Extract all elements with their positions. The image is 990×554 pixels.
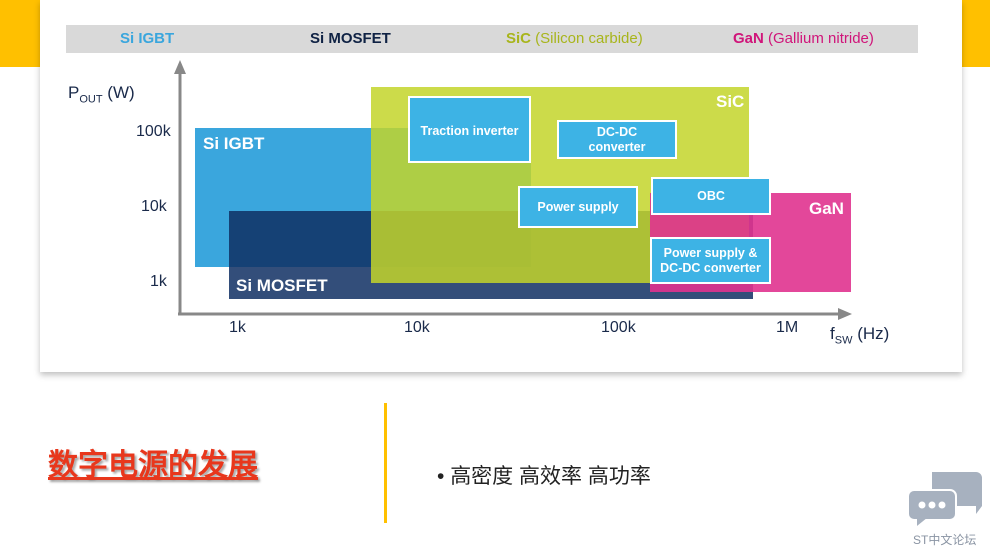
y-tick: 10k bbox=[141, 198, 167, 215]
app-traction-inverter: Traction inverter bbox=[408, 96, 531, 163]
legend-gan: GaN (Gallium nitride) bbox=[733, 30, 874, 47]
accent-bar-right bbox=[962, 0, 990, 67]
region-label-mosfet: Si MOSFET bbox=[236, 276, 328, 295]
legend-igbt: Si IGBT bbox=[120, 30, 175, 47]
section-title: 数字电源的发展 bbox=[48, 449, 258, 482]
region-label-igbt: Si IGBT bbox=[203, 134, 265, 153]
y-tick: 100k bbox=[136, 123, 171, 140]
app-power-supply-dc-dc: Power supply & DC-DC converter bbox=[650, 237, 771, 284]
x-tick: 1k bbox=[229, 319, 246, 336]
chat-bubbles-icon bbox=[908, 472, 982, 530]
legend-sic: SiC (Silicon carbide) bbox=[506, 30, 643, 47]
legend-header: Si IGBT Si MOSFET SiC (Silicon carbide) … bbox=[66, 25, 918, 53]
app-dc-dc-converter: DC-DC converter bbox=[557, 120, 677, 159]
app-power-supply: Power supply bbox=[518, 186, 638, 228]
y-axis-arrow bbox=[174, 60, 186, 74]
x-tick: 100k bbox=[601, 319, 636, 336]
app-obc: OBC bbox=[651, 177, 771, 215]
x-tick: 1M bbox=[776, 319, 799, 336]
y-tick: 1k bbox=[150, 273, 167, 290]
x-tick: 10k bbox=[404, 319, 430, 336]
watermark: ST中文论坛 bbox=[913, 533, 977, 547]
region-label-gan: GaN bbox=[809, 199, 844, 218]
accent-bar-left bbox=[0, 0, 40, 67]
x-axis-label: fSW (Hz) bbox=[830, 324, 890, 347]
bullet-item: • 高密度 高效率 高功率 bbox=[437, 465, 651, 488]
divider bbox=[384, 403, 387, 523]
region-label-sic: SiC bbox=[716, 92, 745, 111]
y-axis-label: POUT (W) bbox=[68, 83, 135, 106]
legend-mosfet: Si MOSFET bbox=[310, 30, 391, 47]
x-axis-arrow bbox=[838, 308, 852, 320]
